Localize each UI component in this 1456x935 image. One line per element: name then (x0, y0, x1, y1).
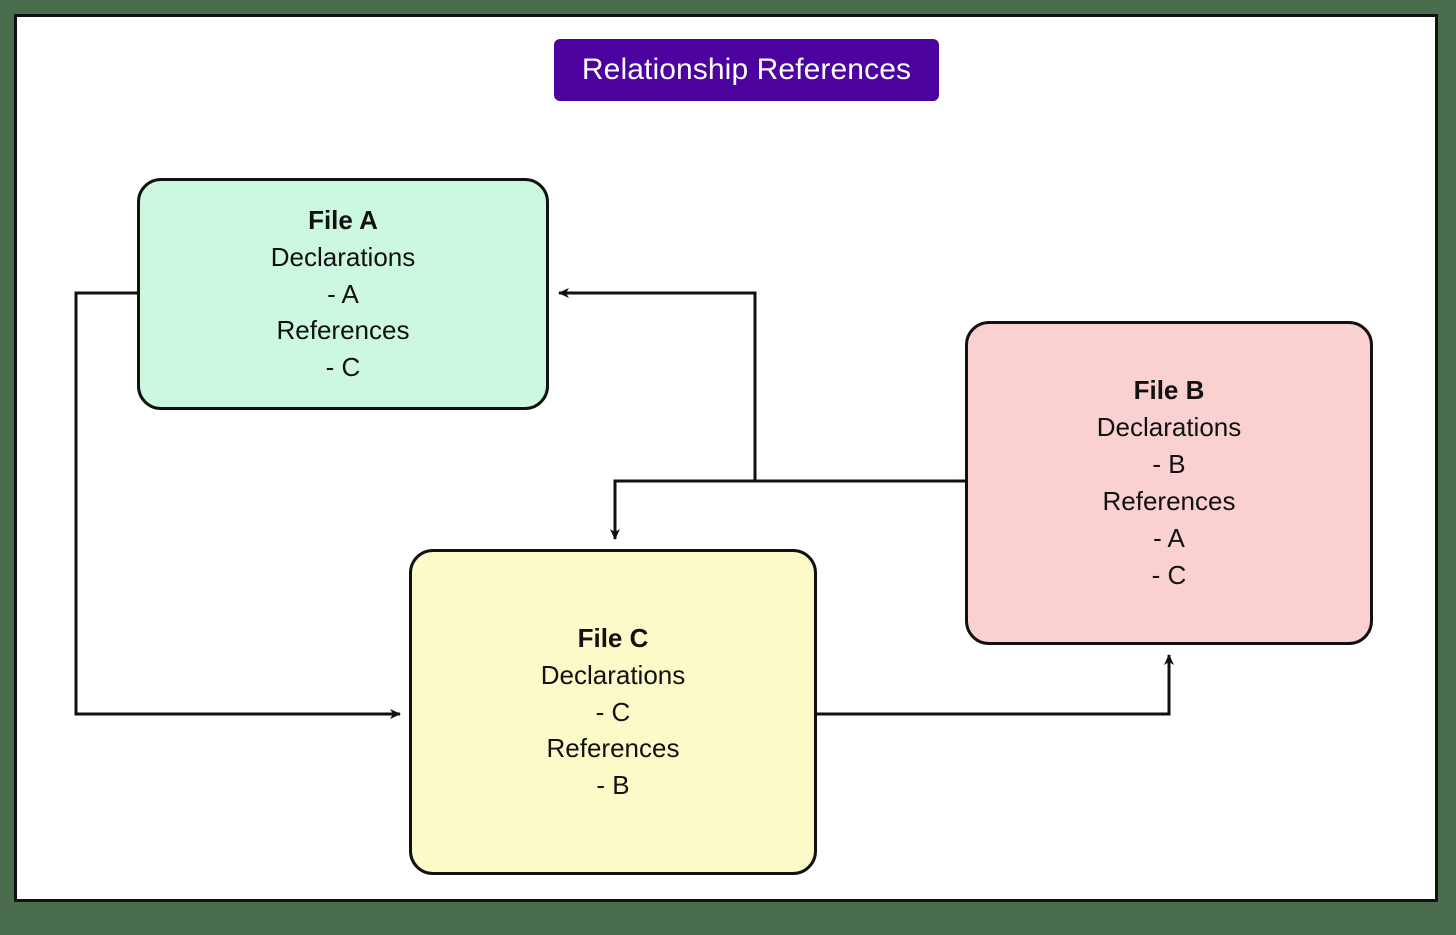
node-file-c-line-2: - C (595, 696, 631, 727)
edge-file-b-to-file-a (558, 288, 965, 483)
node-file-a-line-1: Declarations (270, 241, 416, 272)
node-file-b-line-3: References (1102, 486, 1236, 516)
node-file-b-line-5: - C (1151, 559, 1187, 590)
node-file-b-title: File B (1133, 375, 1205, 406)
node-file-c-line-3: References (546, 733, 680, 764)
node-file-c-line-4: - B (596, 770, 630, 801)
node-file-b-line-4: - A (1153, 522, 1185, 553)
node-file-a-line-2: - A (327, 278, 359, 309)
node-file-b[interactable]: File B Declarations - B References - A -… (965, 321, 1373, 645)
edge-file-c-to-file-b (817, 654, 1174, 716)
page-title: Relationship References (581, 53, 912, 86)
node-file-c-line-1: Declarations (540, 659, 686, 690)
node-file-b-line-2: - B (1152, 449, 1186, 480)
edge-file-b-to-file-c (610, 479, 755, 540)
diagram-title-banner: Relationship References (554, 39, 939, 101)
node-file-b-line-1: Declarations (1096, 412, 1242, 443)
diagram-canvas: Relationship References (14, 14, 1438, 902)
node-file-a-line-4: - C (325, 352, 361, 383)
node-file-c[interactable]: File C Declarations - C References - B (409, 549, 817, 875)
node-file-c-title: File C (577, 622, 649, 653)
node-file-a[interactable]: File A Declarations - A References - C (137, 178, 549, 410)
node-file-a-line-3: References (276, 315, 410, 346)
node-file-a-title: File A (308, 204, 378, 235)
